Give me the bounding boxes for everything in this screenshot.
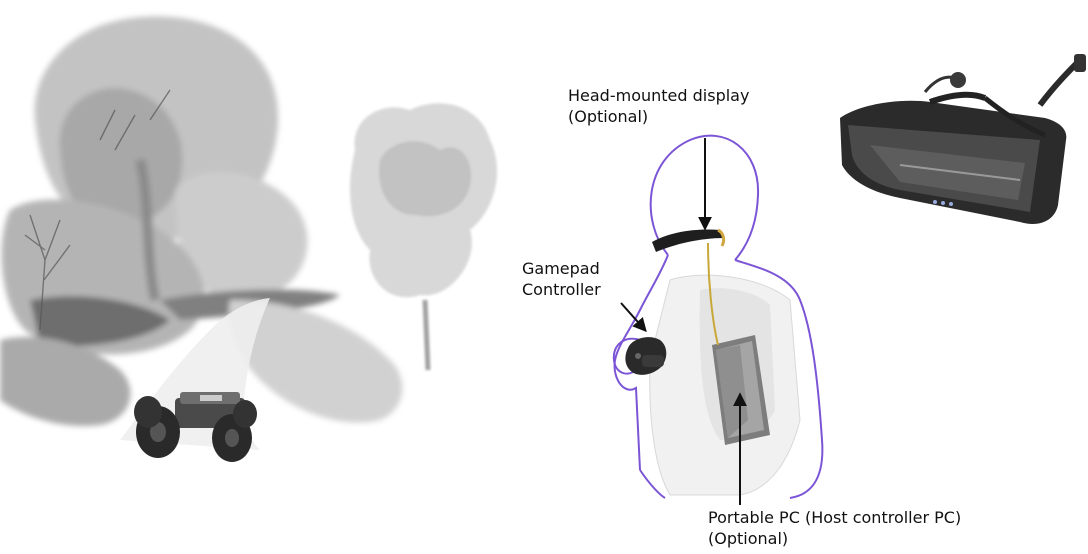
hmd-label-line1: Head-mounted display bbox=[568, 85, 749, 106]
hmd-label-line2: (Optional) bbox=[568, 106, 749, 127]
gamepad-label-line2: Controller bbox=[522, 279, 601, 300]
tree-illustration bbox=[350, 103, 497, 370]
landscape-illustration bbox=[0, 16, 497, 462]
worn-hmd-icon bbox=[652, 230, 724, 253]
pc-label-line2: (Optional) bbox=[708, 528, 961, 549]
robot-vehicle-icon bbox=[134, 392, 257, 462]
pc-label: Portable PC (Host controller PC) (Option… bbox=[708, 507, 961, 549]
pc-label-line1: Portable PC (Host controller PC) bbox=[708, 507, 961, 528]
gamepad-label: Gamepad Controller bbox=[522, 258, 601, 300]
gamepad-label-line1: Gamepad bbox=[522, 258, 601, 279]
hmd-glasses-icon bbox=[840, 54, 1086, 224]
hmd-label: Head-mounted display (Optional) bbox=[568, 85, 749, 127]
